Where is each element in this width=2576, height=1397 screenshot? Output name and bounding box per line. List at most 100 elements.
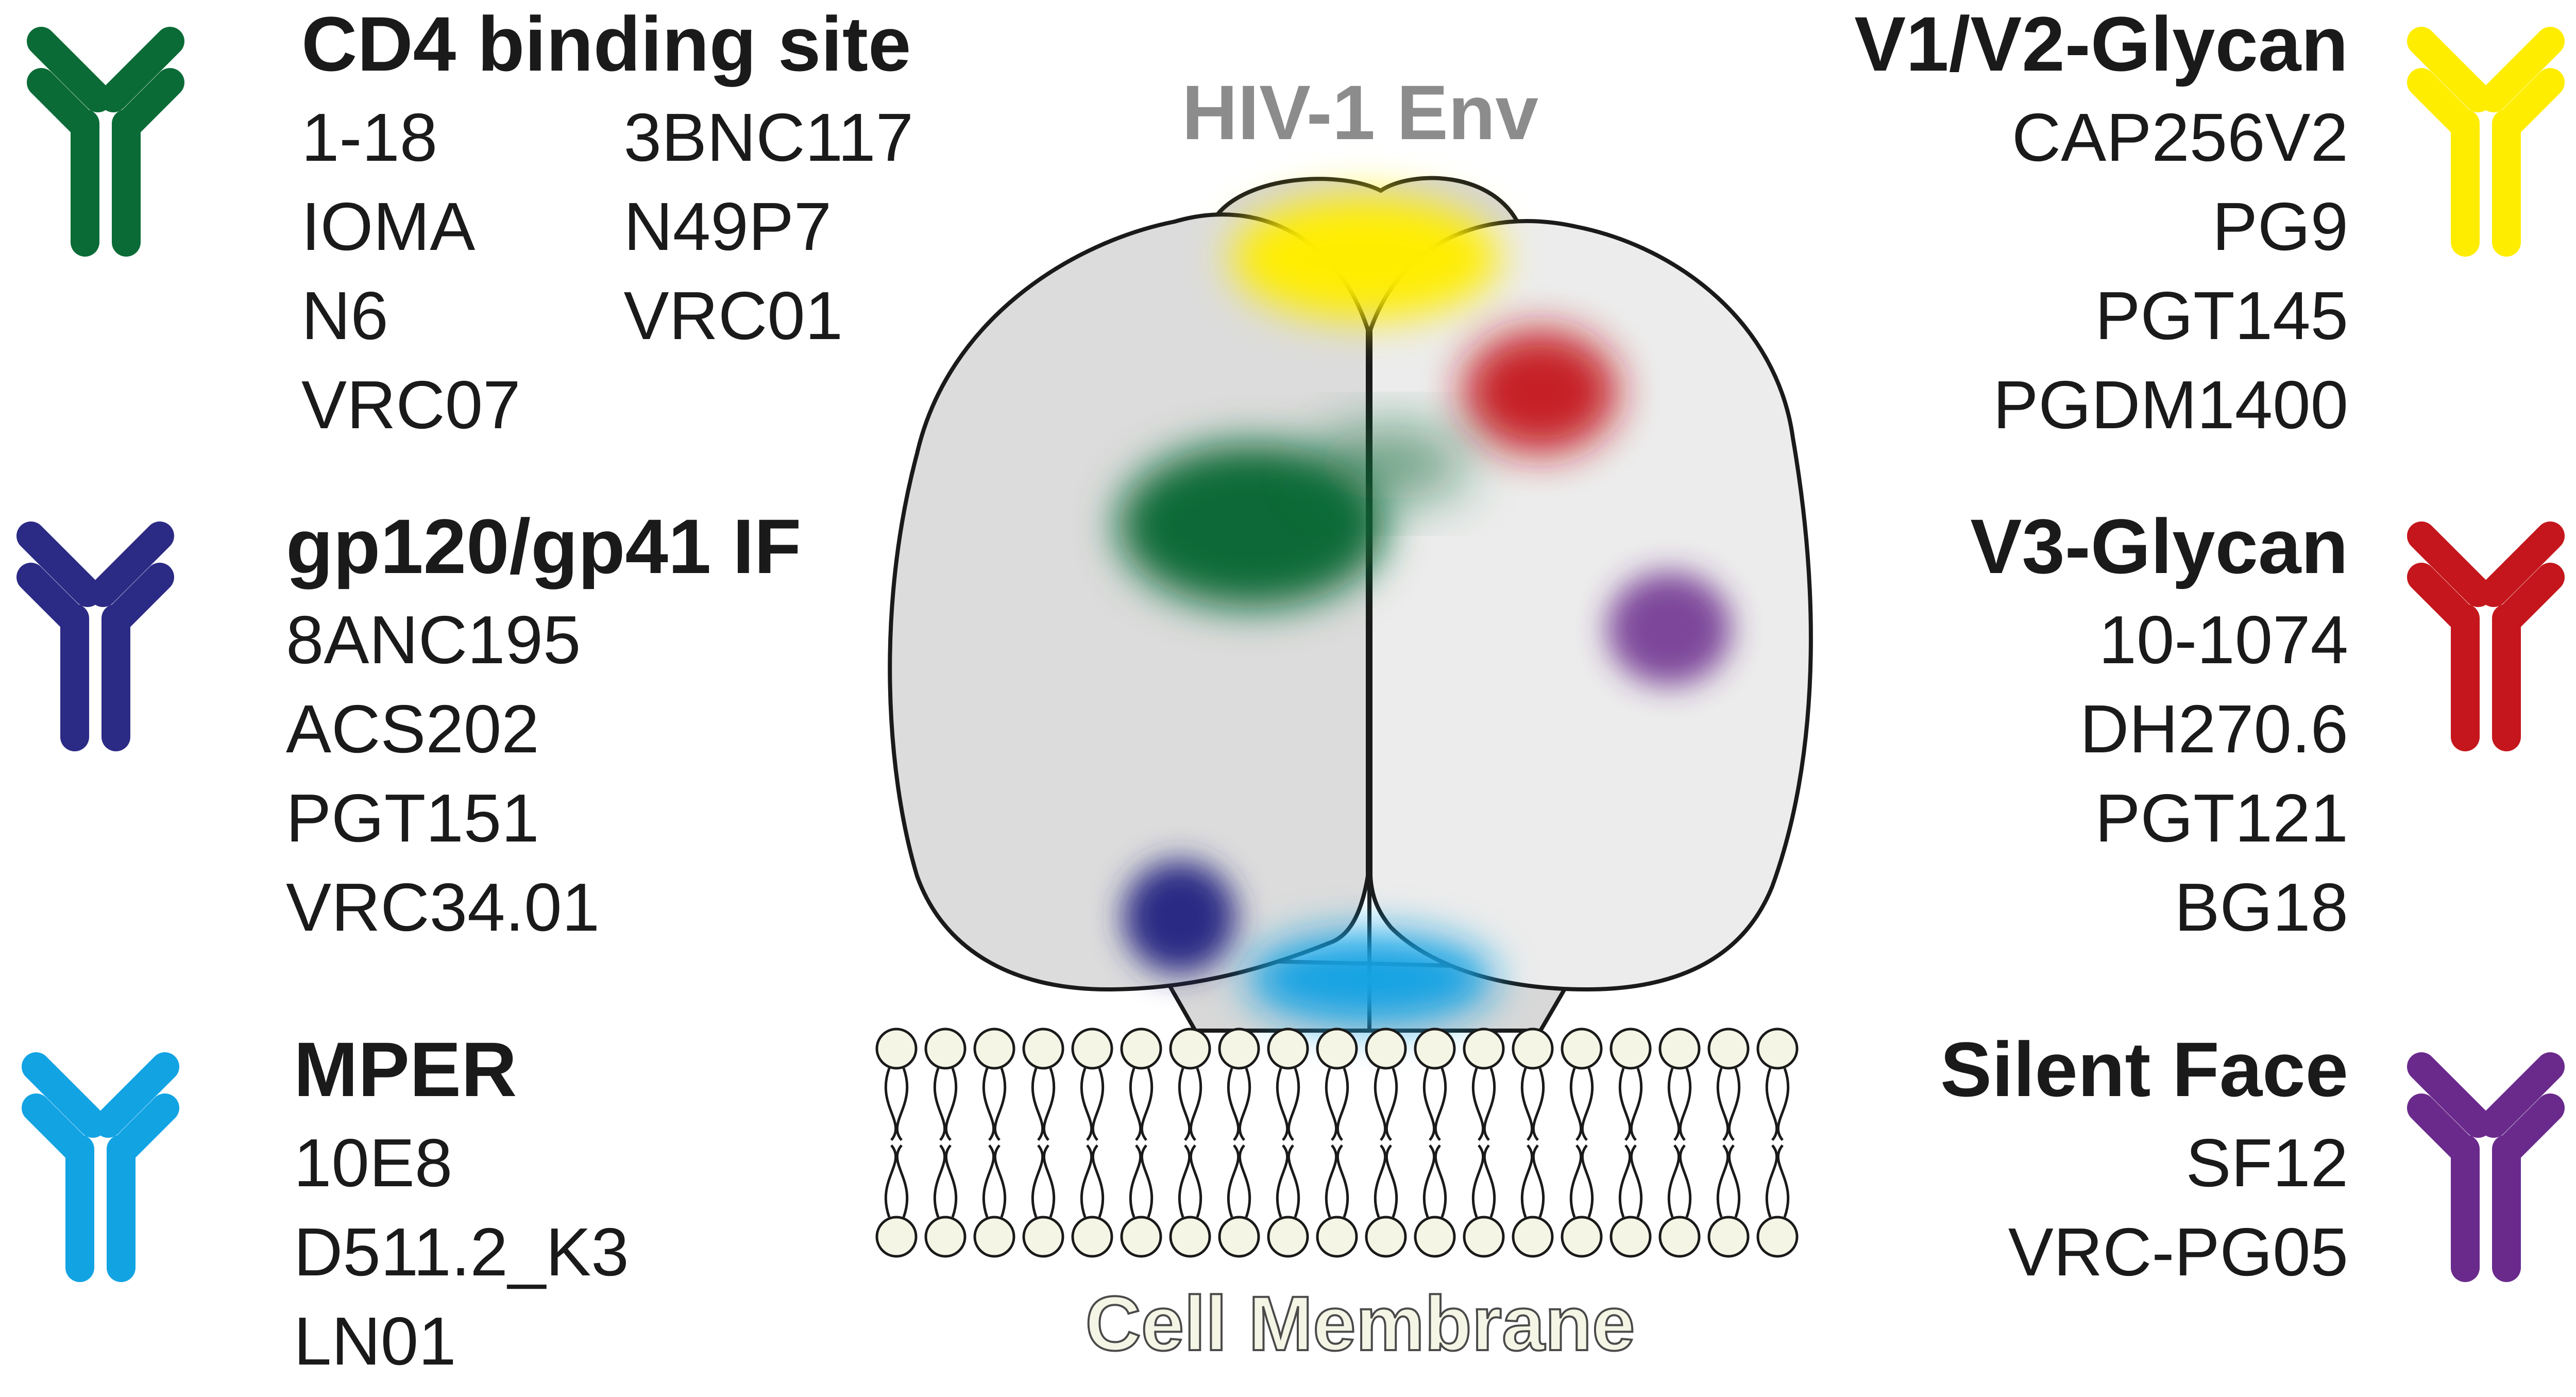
antibody-list-v3: 10-1074 DH270.6 PGT121 BG18 <box>1970 595 2348 952</box>
lipid-tail <box>1569 1068 1594 1218</box>
antibody-item: LN01 <box>294 1303 456 1379</box>
lipid-head <box>1120 1028 1162 1070</box>
antibody-columns-cd4: 1-18 IOMA N6 VRC07 3BNC117 N49P7 VRC01 <box>301 93 913 449</box>
antibody-item: 10-1074 <box>2098 602 2348 678</box>
antibody-item: PGT145 <box>2095 278 2348 354</box>
epitope-title-v3: V3-Glycan <box>1970 503 2348 590</box>
lipid-tail <box>1422 1068 1447 1218</box>
epitope-group-mper: MPER 10E8 D511.2_K3 LN01 <box>294 1025 629 1386</box>
lipid-head <box>1365 1216 1407 1258</box>
lipid-head <box>1169 1028 1211 1070</box>
lipid-head <box>1561 1028 1603 1070</box>
epitope-group-v1v2: V1/V2-Glycan CAP256V2 PG9 PGT145 PGDM140… <box>1854 0 2348 449</box>
antibody-item: IOMA <box>301 189 476 264</box>
antibody-item: VRC34.01 <box>286 869 600 945</box>
antibody-item: PGT121 <box>2095 780 2348 856</box>
epitope-title-interface: gp120/gp41 IF <box>286 503 802 590</box>
lipid-head <box>1267 1216 1309 1258</box>
lipid-tail <box>1031 1068 1056 1218</box>
lipid-head <box>1609 1216 1652 1258</box>
lipid-head <box>1707 1028 1750 1070</box>
antibody-item: DH270.6 <box>2080 691 2348 767</box>
lipid-head <box>973 1216 1015 1258</box>
lipid-head <box>1756 1028 1799 1070</box>
antibody-list-silent: SF12 VRC-PG05 <box>1940 1118 2348 1297</box>
lipid-head <box>875 1028 918 1070</box>
mper-epitope <box>1247 933 1494 1025</box>
antibody-list-mper: 10E8 D511.2_K3 LN01 <box>294 1118 629 1386</box>
lipid-tail <box>1765 1068 1790 1218</box>
lipid-head <box>1609 1028 1652 1070</box>
antibody-icon-v1v2 <box>2407 27 2565 257</box>
epitope-blobs <box>1118 196 1731 1025</box>
lipid-head <box>1071 1216 1113 1258</box>
lipid-head <box>924 1216 967 1258</box>
antibody-item: VRC01 <box>623 278 843 354</box>
antibody-list-cd4-col1: 1-18 IOMA N6 VRC07 <box>301 93 521 449</box>
lipid-head <box>1756 1216 1799 1258</box>
env-right-protomer <box>1368 219 1813 992</box>
epitope-title-mper: MPER <box>294 1026 517 1113</box>
lipid-head <box>1658 1028 1701 1070</box>
membrane-label: Cell Membrane <box>1086 1280 1635 1367</box>
lipid-tail <box>933 1068 958 1218</box>
lipid-tail <box>1178 1068 1202 1218</box>
lipid-head <box>1707 1216 1750 1258</box>
epitope-title-v1v2: V1/V2-Glycan <box>1854 1 2348 87</box>
lipid-tail <box>1080 1068 1105 1218</box>
lipid-head <box>875 1216 918 1258</box>
antibody-item: SF12 <box>2185 1125 2349 1201</box>
lipid-tail <box>982 1068 1007 1218</box>
lipid-head <box>1316 1216 1358 1258</box>
lipid-tail <box>1129 1068 1154 1218</box>
antibody-icon-cd4 <box>27 27 184 257</box>
v3-epitope <box>1463 330 1618 453</box>
lipid-head <box>1169 1216 1211 1258</box>
antibody-item: CAP256V2 <box>2011 99 2348 175</box>
antibody-list-cd4-col2: 3BNC117 N49P7 VRC01 <box>624 93 914 449</box>
lipid-head <box>1512 1028 1554 1070</box>
lipid-tail <box>1276 1068 1300 1218</box>
antibody-item: BG18 <box>2174 869 2348 945</box>
antibody-item: N6 <box>301 278 388 354</box>
lipid-head <box>973 1028 1015 1070</box>
antibody-item: VRC-PG05 <box>2008 1214 2348 1290</box>
lipid-tail <box>884 1068 909 1218</box>
lipid-head <box>1512 1216 1554 1258</box>
lipid-head <box>1365 1028 1407 1070</box>
antibody-item: ACS202 <box>286 691 539 767</box>
antibody-list-interface: 8ANC195 ACS202 PGT151 VRC34.01 <box>286 595 801 952</box>
lipid-head <box>1071 1028 1113 1070</box>
antibody-list-v1v2: CAP256V2 PG9 PGT145 PGDM1400 <box>1854 93 2348 449</box>
cd4bs-epitope <box>1118 443 1386 608</box>
lipid-head <box>1561 1216 1603 1258</box>
lipid-tail <box>1667 1068 1692 1218</box>
antibody-item: VRC07 <box>301 367 521 443</box>
epitope-title-cd4: CD4 binding site <box>301 1 911 87</box>
lipid-head <box>1218 1028 1260 1070</box>
lipid-head <box>1022 1028 1064 1070</box>
epitope-group-silent: Silent Face SF12 VRC-PG05 <box>1940 1025 2348 1297</box>
interface-epitope <box>1123 861 1236 974</box>
antibody-icon-v3 <box>2407 521 2565 751</box>
antibody-item: 10E8 <box>294 1125 453 1201</box>
lipid-head <box>924 1028 967 1070</box>
epitope-group-interface: gp120/gp41 IF 8ANC195 ACS202 PGT151 VRC3… <box>286 502 801 952</box>
lipid-tail <box>1227 1068 1251 1218</box>
antibody-item: 8ANC195 <box>286 602 581 678</box>
lipid-tail <box>1325 1068 1349 1218</box>
lipid-head <box>1267 1028 1309 1070</box>
epitope-title-silent: Silent Face <box>1940 1026 2348 1113</box>
lipid-head <box>1120 1216 1162 1258</box>
antibody-item: PGT151 <box>286 780 539 856</box>
lipid-head <box>1658 1216 1701 1258</box>
epitope-group-cd4: CD4 binding site 1-18 IOMA N6 VRC07 3BNC… <box>301 0 913 449</box>
antibody-item: 1-18 <box>301 99 438 175</box>
antibody-icon-mper <box>22 1052 179 1282</box>
antibody-item: D511.2_K3 <box>294 1214 629 1290</box>
cd4bs-epitope-tail <box>1314 428 1468 500</box>
lipid-tail <box>1471 1068 1496 1218</box>
antibody-item: PGDM1400 <box>1993 367 2348 443</box>
lipid-head <box>1414 1028 1456 1070</box>
